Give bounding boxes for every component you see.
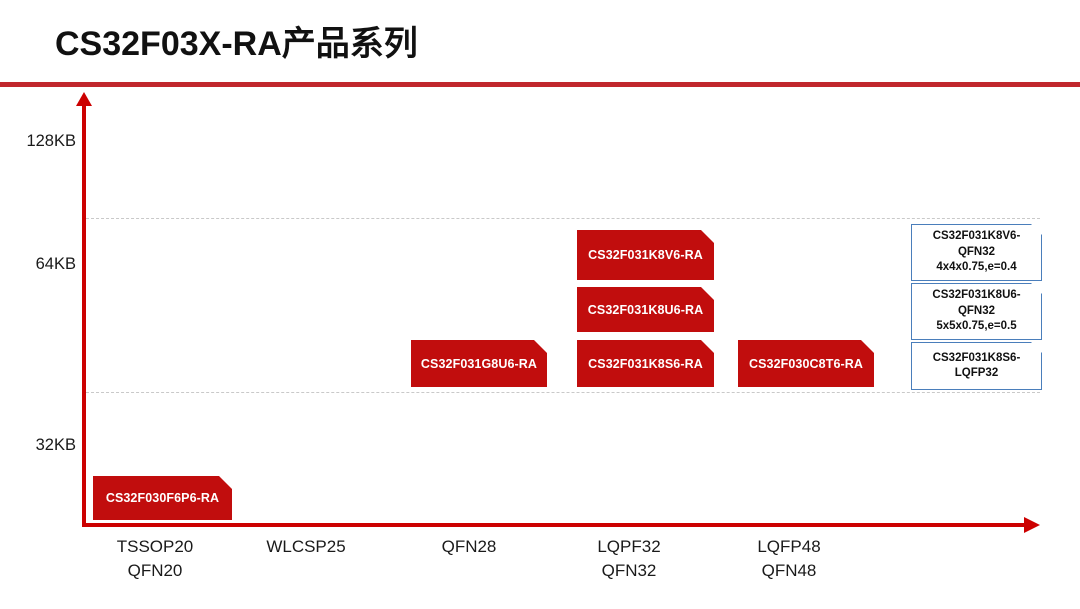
product-chip-cs32f030c8t6-ra[interactable]: CS32F030C8T6-RA [738, 340, 874, 387]
header-divider [0, 82, 1080, 87]
product-chip-cs32f031g8u6-ra[interactable]: CS32F031G8U6-RA [411, 340, 547, 387]
product-chip-cs32f031k8s6-ra[interactable]: CS32F031K8S6-RA [577, 340, 714, 387]
legend-item-0[interactable]: CS32F031K8V6- QFN32 4x4x0.75,e=0.4 [911, 224, 1042, 281]
x-tick-line2: QFN48 [761, 561, 817, 581]
legend-item-1-line3: 5x5x0.75,e=0.5 [936, 320, 1017, 333]
product-chip-cs32f031k8v6-ra[interactable]: CS32F031K8V6-RA [577, 230, 714, 280]
x-tick-label-2: QFN28 [384, 535, 554, 559]
y-axis-arrow-icon [76, 92, 92, 106]
x-tick-line2: QFN32 [601, 561, 657, 581]
legend-item-1[interactable]: CS32F031K8U6- QFN32 5x5x0.75,e=0.5 [911, 283, 1042, 340]
x-tick-line1: TSSOP20 [116, 537, 194, 556]
legend-item-1-line1: CS32F031K8U6- [932, 289, 1021, 302]
y-tick-label-128: 128KB [26, 132, 76, 150]
x-tick-line1: LQPF32 [597, 537, 661, 556]
page-title: CS32F03X-RA产品系列 [55, 25, 418, 63]
legend-item-2[interactable]: CS32F031K8S6- LQFP32 [911, 342, 1042, 390]
x-tick-line2: QFN20 [127, 561, 183, 581]
x-axis [82, 523, 1027, 527]
legend-item-0-line1: CS32F031K8V6- [932, 230, 1021, 243]
x-tick-line1: LQFP48 [757, 537, 821, 556]
x-tick-line1: WLCSP25 [266, 537, 346, 556]
product-chip-cs32f030f6p6-ra[interactable]: CS32F030F6P6-RA [93, 476, 232, 520]
y-tick-label-64: 64KB [35, 255, 76, 273]
product-chip-cs32f031k8u6-ra[interactable]: CS32F031K8U6-RA [577, 287, 714, 332]
legend-item-2-line2: LQFP32 [954, 367, 999, 379]
x-axis-arrow-icon [1024, 517, 1040, 533]
x-tick-line1: QFN28 [441, 537, 497, 556]
y-axis [82, 104, 86, 527]
legend-item-2-line1: CS32F031K8S6- [932, 351, 1021, 364]
legend-item-1-line2: QFN32 [957, 304, 996, 317]
legend-item-0-line3: 4x4x0.75,e=0.4 [936, 261, 1017, 274]
x-tick-label-1: WLCSP25 [221, 535, 391, 559]
y-tick-label-32: 32KB [35, 436, 76, 454]
legend-item-0-line2: QFN32 [957, 245, 996, 258]
gridline-1 [86, 392, 1040, 393]
gridline-0 [86, 218, 1040, 219]
